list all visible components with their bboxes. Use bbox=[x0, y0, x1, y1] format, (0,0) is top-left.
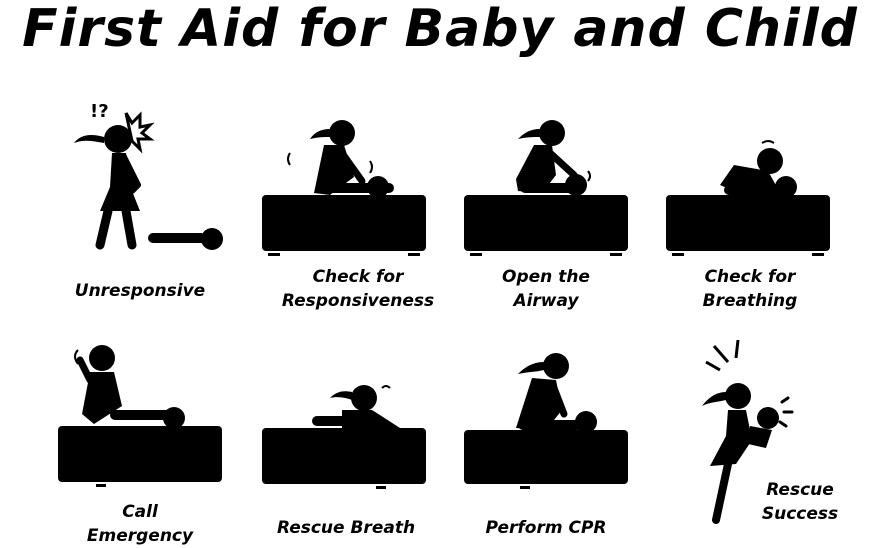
tilt-head-icon bbox=[464, 120, 628, 256]
step-label: Rescue Success bbox=[761, 480, 839, 524]
hug-child-icon bbox=[702, 340, 794, 524]
step-label: Perform CPR bbox=[485, 518, 607, 538]
collapsed-child-icon: !? bbox=[74, 101, 223, 250]
step-check-breathing: Check for Breathing bbox=[650, 95, 850, 315]
step-label: Open the Airway bbox=[502, 267, 590, 311]
step-call-emergency: Call Emergency bbox=[40, 340, 240, 546]
svg-text:!?: !? bbox=[90, 101, 109, 122]
tap-child-icon bbox=[262, 120, 426, 256]
cpr-icon bbox=[464, 353, 628, 489]
step-label: Rescue Breath bbox=[276, 518, 416, 538]
step-check-responsiveness: Check for Responsiveness bbox=[258, 95, 458, 315]
step-unresponsive: !? Unresponsive bbox=[40, 95, 240, 315]
step-label: Unresponsive bbox=[74, 281, 206, 301]
step-rescue-success: Rescue Success bbox=[670, 340, 870, 540]
step-label: Check for Responsiveness bbox=[281, 267, 435, 311]
step-label: Call Emergency bbox=[86, 502, 194, 546]
rescue-breath-icon bbox=[262, 385, 426, 489]
step-label: Check for Breathing bbox=[702, 267, 798, 311]
poster-title: First Aid for Baby and Child bbox=[22, 0, 858, 59]
listen-breath-icon bbox=[666, 140, 830, 256]
step-open-airway: Open the Airway bbox=[446, 95, 646, 315]
phone-call-icon bbox=[58, 345, 222, 487]
step-rescue-breath: Rescue Breath bbox=[246, 340, 446, 540]
step-perform-cpr: Perform CPR bbox=[446, 340, 646, 540]
